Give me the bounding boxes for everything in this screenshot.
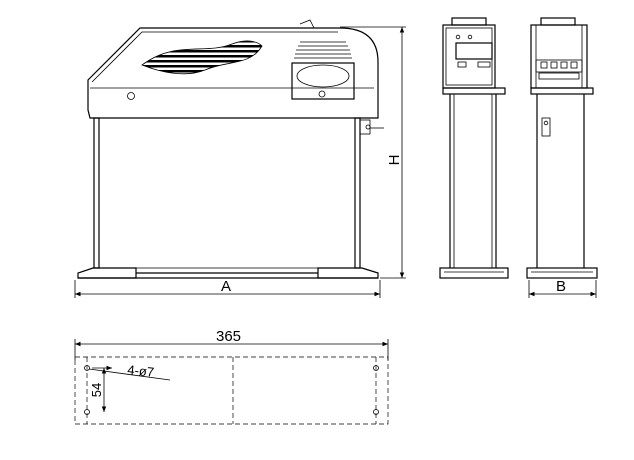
mount-depth-label: 54 bbox=[89, 383, 104, 397]
mounting-hole bbox=[373, 365, 379, 371]
terminal-strip bbox=[538, 72, 580, 80]
right-foot bbox=[317, 267, 379, 279]
mounting-hole bbox=[373, 409, 379, 415]
side-view-right bbox=[526, 17, 598, 279]
front-housing bbox=[87, 27, 379, 119]
front-vent-grille bbox=[294, 41, 352, 59]
front-wave-grille bbox=[141, 40, 263, 75]
mount-length-label: 365 bbox=[216, 328, 241, 345]
left-leg bbox=[93, 117, 100, 269]
mounting-footprint bbox=[74, 356, 389, 425]
controller-display bbox=[455, 42, 493, 60]
dimension-A: A bbox=[74, 278, 381, 298]
side-bracket bbox=[359, 119, 384, 135]
side-foot-left bbox=[439, 267, 509, 279]
mounting-hole bbox=[84, 409, 90, 415]
front-screw bbox=[127, 92, 135, 100]
dimension-B-label: B bbox=[556, 278, 566, 295]
left-foot bbox=[77, 267, 137, 279]
side-view-left bbox=[439, 17, 509, 279]
rear-housing bbox=[530, 24, 588, 89]
mounting-hole bbox=[84, 365, 90, 371]
side-housing bbox=[442, 24, 496, 89]
dimension-A-label: A bbox=[221, 278, 231, 295]
dimension-B: B bbox=[528, 278, 597, 298]
front-window-screw bbox=[318, 90, 326, 98]
front-view bbox=[77, 19, 384, 279]
top-knob bbox=[299, 19, 315, 29]
dimension-H: H bbox=[340, 26, 406, 279]
side-foot-right bbox=[526, 267, 598, 279]
mounting-plan: 365 4-ø7 54 bbox=[74, 328, 389, 425]
hole-callout: 4-ø7 bbox=[127, 362, 155, 380]
right-leg bbox=[354, 117, 361, 269]
front-display-window bbox=[291, 62, 355, 100]
dimension-H-label: H bbox=[386, 155, 403, 166]
rear-bracket bbox=[541, 117, 551, 137]
